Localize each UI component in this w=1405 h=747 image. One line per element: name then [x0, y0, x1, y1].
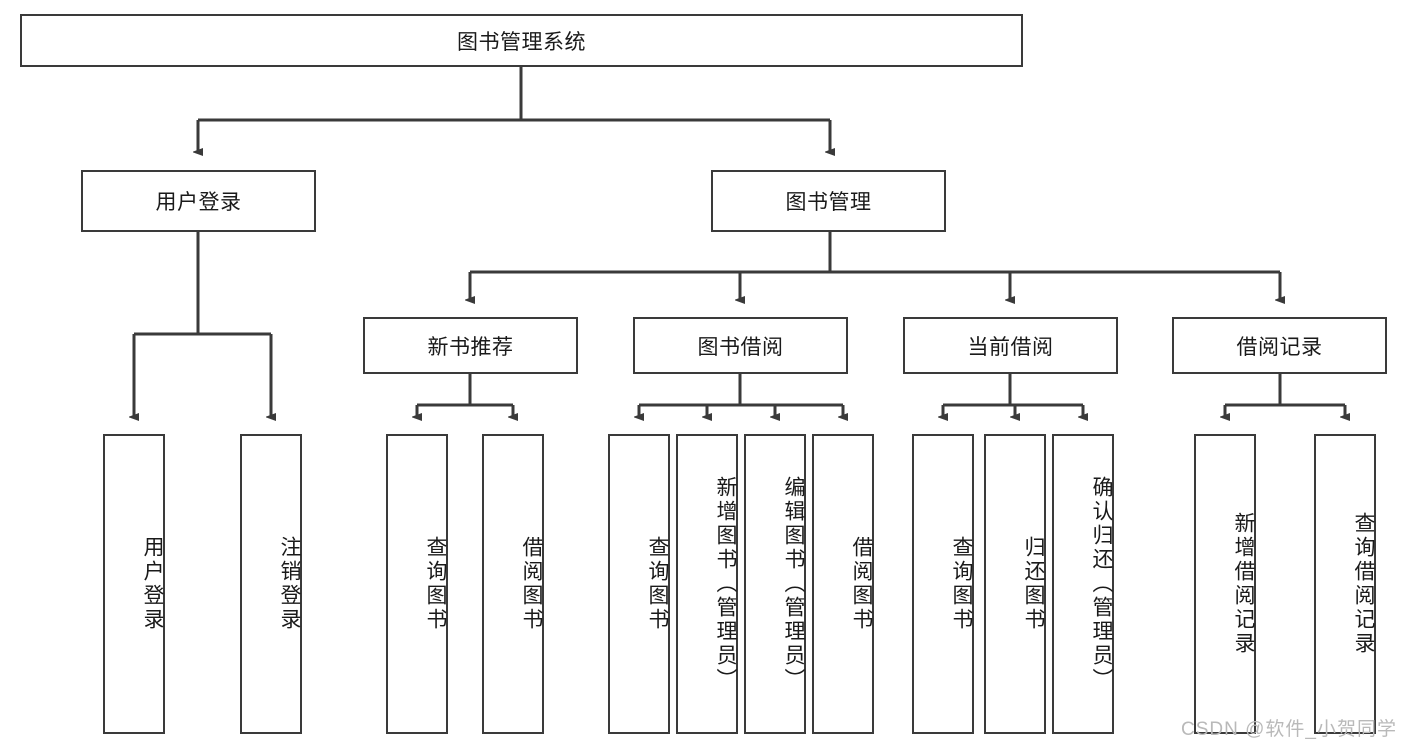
- node-leaf-query-book-cur[interactable]: 查询图书: [912, 434, 974, 734]
- node-leaf-query-record-label: 查询借阅记录: [1352, 512, 1375, 656]
- node-current-borrow-label: 当前借阅: [967, 335, 1054, 359]
- node-user-login[interactable]: 用户登录: [81, 170, 316, 232]
- node-leaf-user-login[interactable]: 用户登录: [103, 434, 165, 734]
- node-leaf-logout-label: 注销登录: [278, 536, 301, 632]
- node-leaf-borrow-book-rec-label: 借阅图书: [520, 536, 543, 632]
- node-root-label: 图书管理系统: [457, 30, 586, 54]
- node-leaf-query-book-borrow[interactable]: 查询图书: [608, 434, 670, 734]
- node-root[interactable]: 图书管理系统: [20, 14, 1023, 67]
- node-leaf-return-book-label: 归还图书: [1022, 536, 1045, 632]
- node-book-borrow-label: 图书借阅: [697, 335, 784, 359]
- node-borrow-record[interactable]: 借阅记录: [1172, 317, 1387, 374]
- node-leaf-edit-book[interactable]: 编辑图书（管理员）: [744, 434, 806, 734]
- node-new-book-recommend-label: 新书推荐: [427, 335, 514, 359]
- node-leaf-edit-book-label: 编辑图书（管理员）: [782, 476, 805, 692]
- node-leaf-query-book-borrow-label: 查询图书: [646, 536, 669, 632]
- node-new-book-recommend[interactable]: 新书推荐: [363, 317, 578, 374]
- node-leaf-query-book-cur-label: 查询图书: [950, 536, 973, 632]
- node-leaf-user-login-label: 用户登录: [141, 536, 164, 632]
- node-leaf-add-record-label: 新增借阅记录: [1232, 512, 1255, 656]
- node-book-manage-label: 图书管理: [785, 191, 872, 214]
- node-leaf-confirm-return[interactable]: 确认归还（管理员）: [1052, 434, 1114, 734]
- node-leaf-borrow-book-label: 借阅图书: [850, 536, 873, 632]
- node-leaf-query-record[interactable]: 查询借阅记录: [1314, 434, 1376, 734]
- node-leaf-add-book-label: 新增图书（管理员）: [714, 476, 737, 692]
- node-current-borrow[interactable]: 当前借阅: [903, 317, 1118, 374]
- watermark-text: CSDN @软件_小贺同学: [1181, 719, 1397, 740]
- node-leaf-confirm-return-label: 确认归还（管理员）: [1090, 476, 1113, 692]
- node-leaf-add-book[interactable]: 新增图书（管理员）: [676, 434, 738, 734]
- node-leaf-logout[interactable]: 注销登录: [240, 434, 302, 734]
- node-leaf-query-book-rec-label: 查询图书: [424, 536, 447, 632]
- node-book-manage[interactable]: 图书管理: [711, 170, 946, 232]
- node-borrow-record-label: 借阅记录: [1236, 335, 1323, 359]
- node-leaf-borrow-book-rec[interactable]: 借阅图书: [482, 434, 544, 734]
- node-leaf-add-record[interactable]: 新增借阅记录: [1194, 434, 1256, 734]
- node-book-borrow[interactable]: 图书借阅: [633, 317, 848, 374]
- node-leaf-query-book-rec[interactable]: 查询图书: [386, 434, 448, 734]
- node-leaf-return-book[interactable]: 归还图书: [984, 434, 1046, 734]
- node-user-login-label: 用户登录: [155, 191, 242, 214]
- node-leaf-borrow-book[interactable]: 借阅图书: [812, 434, 874, 734]
